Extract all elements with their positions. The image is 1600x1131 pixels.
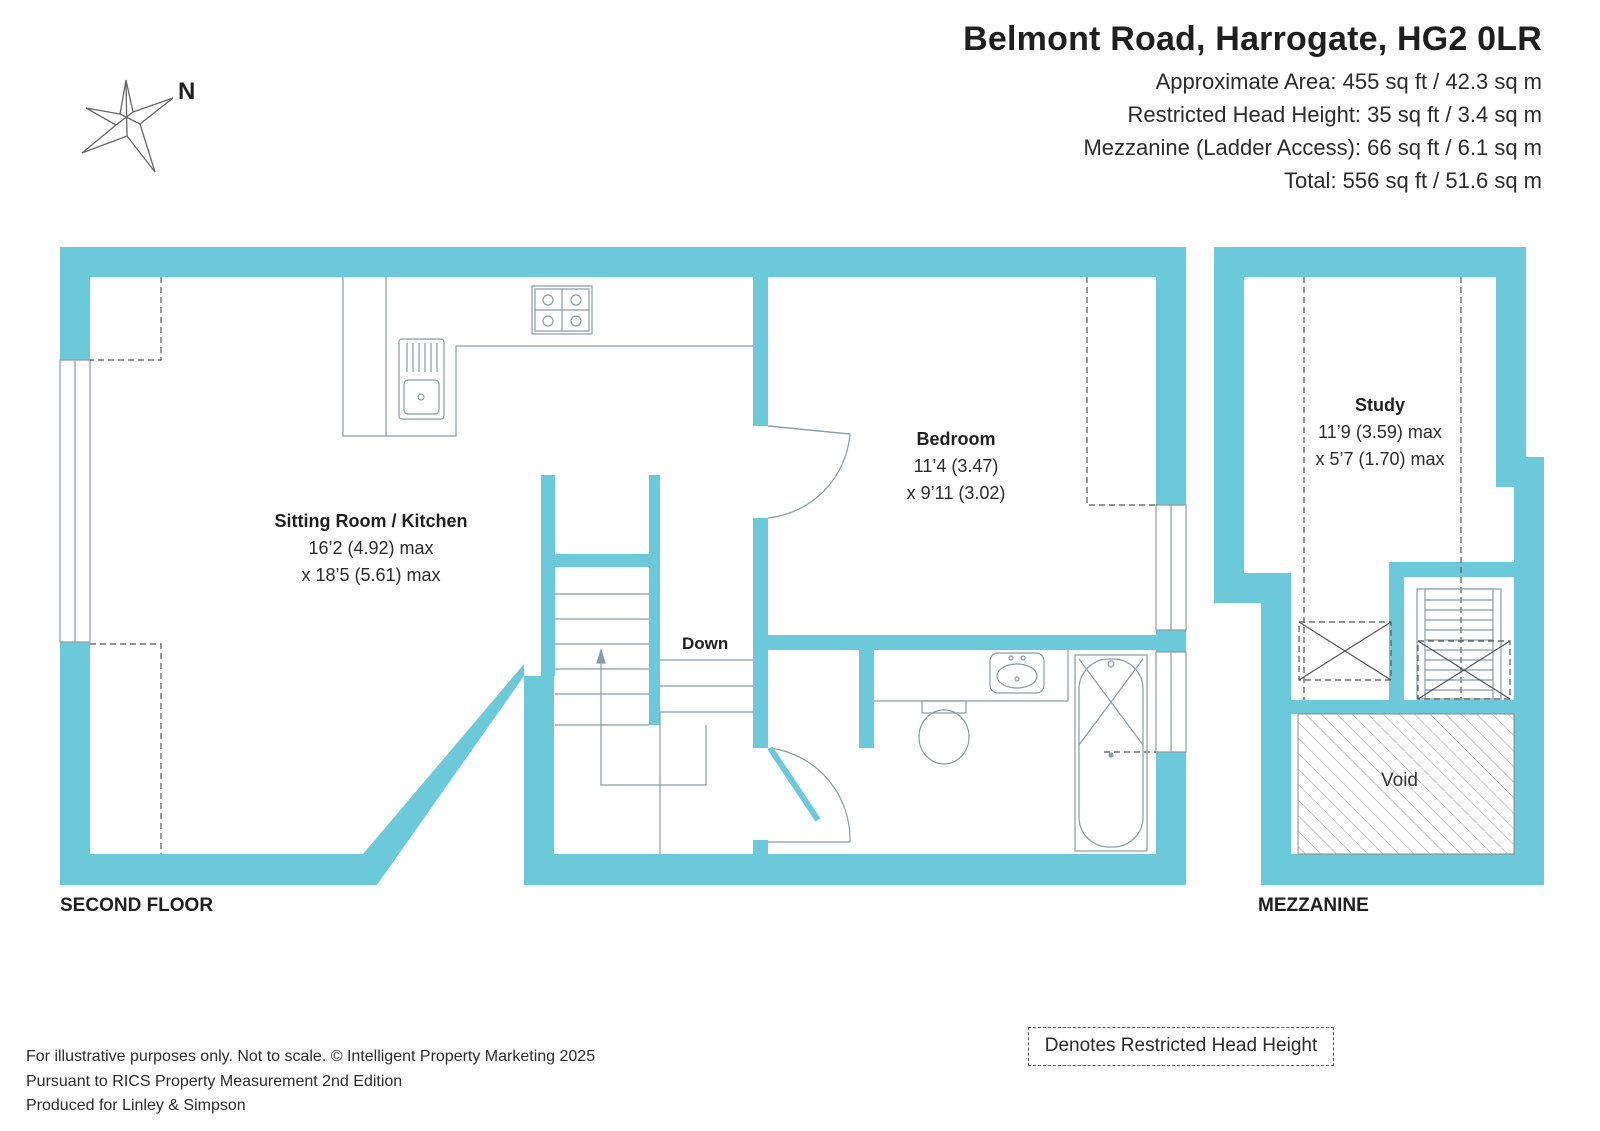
room-sitting-kitchen: Sitting Room / Kitchen 16’2 (4.92) max x…	[275, 508, 468, 589]
mezzanine-area: Mezzanine (Ladder Access): 66 sq ft / 6.…	[1083, 135, 1542, 160]
restricted-area: Restricted Head Height: 35 sq ft / 3.4 s…	[1127, 102, 1542, 127]
footer-line: Produced for Linley & Simpson	[26, 1097, 246, 1114]
header: Belmont Road, Harrogate, HG2 0LR Approxi…	[963, 20, 1542, 197]
room-dimension: x 18’5 (5.61) max	[301, 565, 441, 585]
ladder	[1416, 588, 1502, 700]
property-title: Belmont Road, Harrogate, HG2 0LR	[963, 20, 1542, 58]
total-area: Total: 556 sq ft / 51.6 sq m	[1283, 168, 1542, 193]
footer-notes: For illustrative purposes only. Not to s…	[26, 1045, 595, 1119]
footer-line: For illustrative purposes only. Not to s…	[26, 1048, 596, 1065]
kitchen-units	[342, 277, 753, 437]
footer-line: Pursuant to RICS Property Measurement 2n…	[26, 1072, 403, 1090]
room-name: Sitting Room / Kitchen	[274, 511, 468, 531]
room-dimension: 16’2 (4.92) max	[308, 538, 434, 558]
doors	[767, 425, 851, 843]
windows	[59, 359, 1187, 753]
mezzanine-restricted-lines	[1303, 277, 1462, 700]
second-floor-walls	[60, 247, 1186, 885]
room-dimension: x 5’7 (1.70) max	[1315, 449, 1445, 469]
void-area	[1297, 713, 1515, 855]
room-dimension: 11’4 (3.47)	[913, 456, 999, 476]
mezzanine-walls	[1214, 247, 1544, 885]
door-leaf	[767, 746, 821, 822]
stairs-down-label: Down	[682, 634, 729, 653]
room-dimension: 11’9 (3.59) max	[1318, 422, 1442, 442]
room-name: Bedroom	[916, 429, 996, 449]
bathroom-fixtures	[874, 650, 1148, 852]
second-floor-label: SECOND FLOOR	[60, 895, 214, 916]
approx-area: Approximate Area: 455 sq ft / 42.3 sq m	[1155, 69, 1542, 94]
void-openings	[1298, 621, 1511, 700]
staircase	[555, 593, 753, 854]
room-dimension: x 9’11 (3.02)	[906, 483, 1006, 503]
void-label: Void	[1381, 770, 1418, 791]
mezzanine-label: MEZZANINE	[1258, 895, 1369, 916]
north-label: N	[178, 78, 196, 105]
room-study: Study 11’9 (3.59) max x 5’7 (1.70) max	[1315, 392, 1444, 473]
legend-restricted-height: Denotes Restricted Head Height	[1028, 1027, 1334, 1066]
compass-star-icon	[81, 79, 174, 173]
room-bedroom: Bedroom 11’4 (3.47) x 9’11 (3.02)	[907, 426, 1006, 507]
room-name: Study	[1354, 395, 1405, 415]
hob-icon	[531, 285, 593, 335]
